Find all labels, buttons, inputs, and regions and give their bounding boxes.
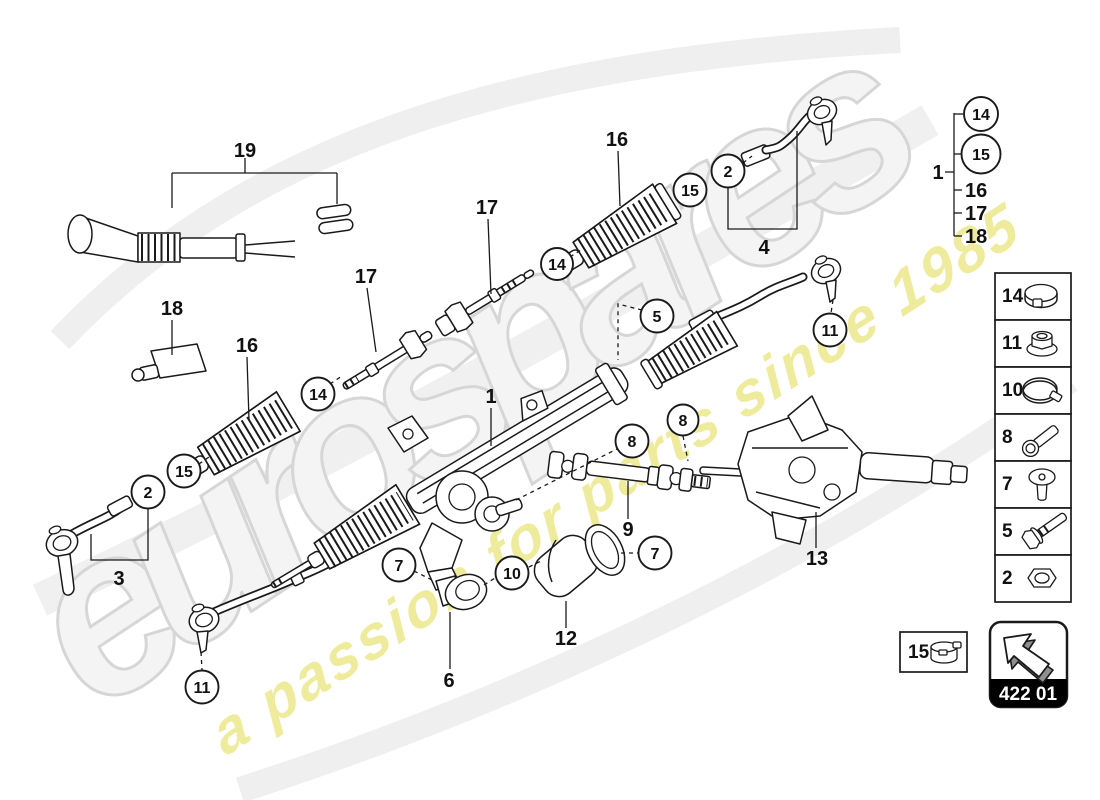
legend-group-1: 1 14 15 16 17 18: [932, 96, 1002, 248]
svg-text:10: 10: [1002, 380, 1023, 401]
universal-joint-shaft-9: [547, 450, 712, 492]
svg-text:14: 14: [972, 107, 990, 124]
callout-11[interactable]: 11: [184, 669, 220, 705]
legend-circled-14[interactable]: 14: [963, 96, 999, 132]
band-clamp-icon: [1022, 377, 1063, 404]
bushing-6: [435, 573, 488, 611]
arrow-up-left-icon: [1003, 633, 1054, 684]
hex-bolt-icon: [1021, 512, 1068, 550]
label-16: 16: [236, 335, 258, 357]
grease-tube-18: [131, 343, 207, 382]
legend-plain-17: 17: [965, 203, 987, 225]
legend-clamp-box[interactable]: 15: [899, 631, 968, 673]
svg-text:11: 11: [194, 680, 211, 697]
steering-rack-assembly-1: [270, 310, 739, 591]
svg-text:14: 14: [548, 257, 566, 274]
svg-text:11: 11: [822, 323, 839, 340]
boot-clamp-icon: [930, 641, 962, 664]
svg-text:2: 2: [1002, 568, 1013, 589]
svg-text:8: 8: [679, 413, 688, 430]
svg-text:8: 8: [1002, 427, 1013, 448]
svg-text:14: 14: [309, 387, 327, 404]
boot-and-clamps-19: [67, 203, 354, 263]
label-17: 17: [355, 266, 377, 288]
legend-part-8[interactable]: 8: [994, 413, 1072, 462]
diagram-labels: 19 18 16 17 17 16 4 3 1 9 12 6 13: [113, 129, 828, 692]
legend-part-5[interactable]: 5: [994, 507, 1072, 556]
callout-2b[interactable]: 2: [710, 153, 746, 189]
callout-15b[interactable]: 15: [672, 172, 708, 208]
svg-text:7: 7: [395, 558, 404, 575]
legend-plain-18: 18: [965, 226, 987, 248]
page-code: 422 01: [999, 684, 1058, 705]
hose-clamp-icon: [1024, 283, 1058, 309]
svg-text:5: 5: [653, 309, 662, 326]
callout-14[interactable]: 14: [300, 376, 336, 412]
svg-text:11: 11: [1002, 333, 1023, 354]
callout-8b[interactable]: 8: [666, 403, 700, 437]
tie-rod-top-right: [740, 96, 838, 167]
callout-14b[interactable]: 14: [540, 247, 574, 281]
steering-column-13: [699, 395, 968, 545]
legend-part-11[interactable]: 11: [994, 319, 1072, 368]
svg-text:10: 10: [503, 566, 521, 583]
callout-5[interactable]: 5: [639, 298, 675, 334]
callout-7b[interactable]: 7: [637, 535, 673, 571]
label-18: 18: [161, 298, 183, 320]
hex-nut-icon: [1027, 568, 1057, 588]
inner-tie-rod-17-upper: [434, 269, 535, 337]
svg-text:8: 8: [628, 434, 637, 451]
legend-part-2[interactable]: 2: [994, 554, 1072, 603]
legend-parts-column: 14 11 10: [994, 272, 1072, 603]
svg-text:2: 2: [144, 485, 153, 502]
svg-text:5: 5: [1002, 521, 1013, 542]
callout-2[interactable]: 2: [130, 474, 166, 510]
callout-10[interactable]: 10: [494, 555, 530, 591]
callouts: 14 15 2 11 14 15 2 11 5 8 8 7 10 7: [130, 153, 848, 705]
label-4: 4: [758, 237, 770, 259]
callout-8[interactable]: 8: [614, 423, 650, 459]
svg-text:14: 14: [1002, 286, 1024, 307]
callout-11b[interactable]: 11: [812, 312, 848, 348]
label-16b: 16: [606, 129, 628, 151]
svg-text:15: 15: [908, 642, 930, 663]
cover-funnel-12: [533, 524, 626, 598]
label-12: 12: [555, 628, 577, 650]
legend-part-7[interactable]: 7: [994, 460, 1072, 509]
legend-plain-16: 16: [965, 180, 987, 202]
callout-7[interactable]: 7: [381, 547, 417, 583]
svg-text:2: 2: [724, 164, 733, 181]
leader-lines: [90, 131, 834, 671]
svg-text:15: 15: [681, 183, 699, 200]
legend-part-14[interactable]: 14: [994, 272, 1072, 321]
tie-rod-left-11: [188, 557, 336, 654]
callout-15[interactable]: 15: [166, 453, 202, 489]
tie-rod-left-3: [45, 495, 134, 596]
legend-circled-15[interactable]: 15: [960, 133, 1002, 175]
label-9: 9: [622, 519, 633, 541]
label-19: 19: [234, 140, 256, 162]
page-code-badge: 422 01: [988, 620, 1069, 709]
flange-nut-icon: [1026, 330, 1058, 357]
pan-screw-icon: [1028, 468, 1056, 501]
label-6: 6: [443, 670, 454, 692]
legend-group-label: 1: [932, 162, 943, 184]
label-1: 1: [485, 386, 496, 408]
svg-text:7: 7: [651, 546, 660, 563]
label-13: 13: [806, 548, 828, 570]
svg-text:15: 15: [175, 464, 193, 481]
label-3: 3: [113, 568, 124, 590]
legend-part-10[interactable]: 10: [994, 366, 1072, 415]
svg-text:7: 7: [1002, 474, 1013, 495]
socket-bolt-icon: [1021, 425, 1059, 458]
label-17b: 17: [476, 197, 498, 219]
inner-tie-rod-17-lower: [342, 329, 433, 390]
svg-text:15: 15: [972, 147, 990, 164]
